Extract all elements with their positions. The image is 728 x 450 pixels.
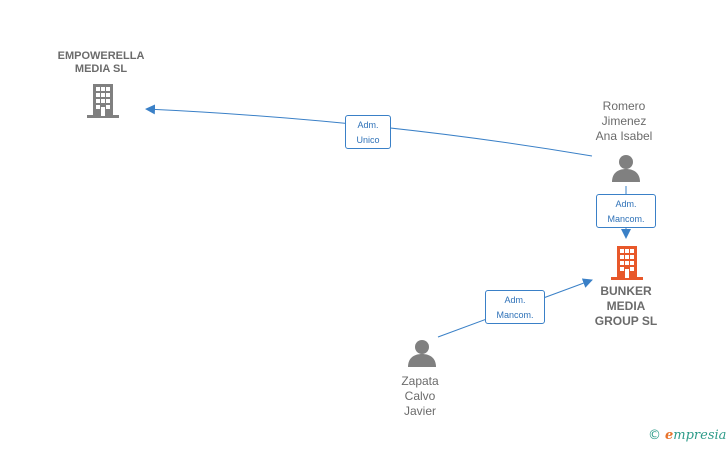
empresia-logo[interactable]: © empresia [648, 428, 726, 443]
building-icon[interactable] [611, 246, 643, 280]
building-icon[interactable] [87, 84, 119, 118]
node-label-bunker[interactable]: BUNKER MEDIA GROUP SL [594, 284, 658, 328]
brand-initial: e [665, 428, 674, 443]
edge-label-adm-mancom-romero: Adm. Mancom. [596, 194, 656, 228]
brand-name: mpresia [673, 428, 727, 443]
person-icon[interactable] [612, 155, 640, 182]
person-icon[interactable] [408, 340, 436, 367]
node-label-empowerella[interactable]: EMPOWERELLA MEDIA SL [57, 50, 145, 75]
edge-label-adm-unico: Adm. Unico [345, 115, 391, 149]
node-label-romero[interactable]: Romero Jimenez Ana Isabel [595, 99, 653, 143]
edge-label-adm-mancom-zapata: Adm. Mancom. [485, 290, 545, 324]
node-label-zapata[interactable]: Zapata Calvo Javier [401, 374, 439, 418]
copyright-symbol: © [648, 428, 661, 443]
